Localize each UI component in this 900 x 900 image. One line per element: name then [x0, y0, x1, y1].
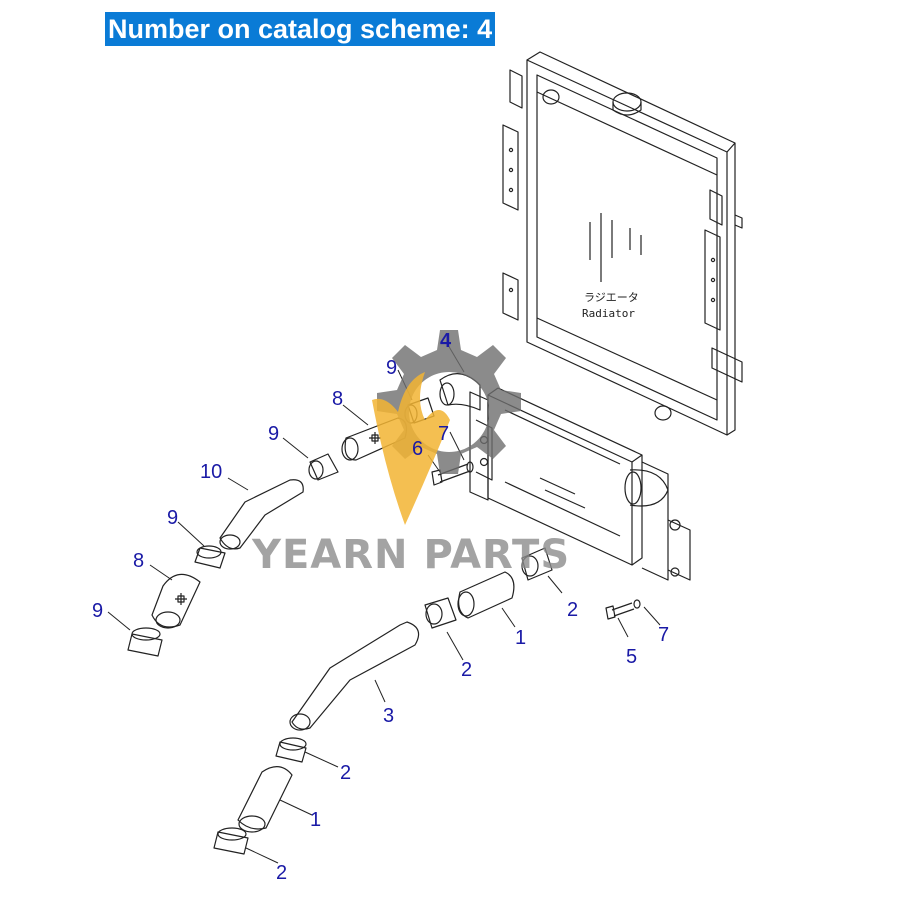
callout-1-b: 1: [310, 809, 321, 831]
callout-1-a: 1: [515, 627, 526, 649]
callout-5: 5: [626, 646, 637, 668]
callout-8-a: 8: [332, 388, 343, 410]
callout-9-a: 9: [386, 357, 397, 379]
callout-2-a: 2: [567, 599, 578, 621]
callout-4: 4: [440, 330, 452, 352]
callout-3: 3: [383, 705, 394, 727]
radiator-label-en: Radiator: [582, 307, 635, 320]
callout-9-b: 9: [268, 423, 279, 445]
catalog-scheme-banner: Number on catalog scheme: 4: [105, 12, 496, 46]
callout-2-d: 2: [276, 862, 287, 884]
radiator: [502, 51, 743, 436]
yearn-parts-watermark: YEARN PARTS: [251, 330, 570, 578]
callout-2-c: 2: [340, 762, 351, 784]
callout-10: 10: [200, 461, 222, 483]
callout-9-d: 9: [92, 600, 103, 622]
callout-9-c: 9: [167, 507, 178, 529]
callout-8-b: 8: [133, 550, 144, 572]
lower-hose-chain: [213, 547, 553, 855]
callout-7-b: 7: [658, 624, 669, 646]
callout-6: 6: [412, 438, 423, 460]
radiator-label-jp: ラジエータ: [584, 291, 639, 304]
callout-7-a: 7: [438, 423, 449, 445]
watermark-brand-text: YEARN PARTS: [251, 532, 570, 578]
watermark-flame-icon: [372, 372, 450, 525]
callout-2-b: 2: [461, 659, 472, 681]
cooler-core: [431, 373, 691, 620]
